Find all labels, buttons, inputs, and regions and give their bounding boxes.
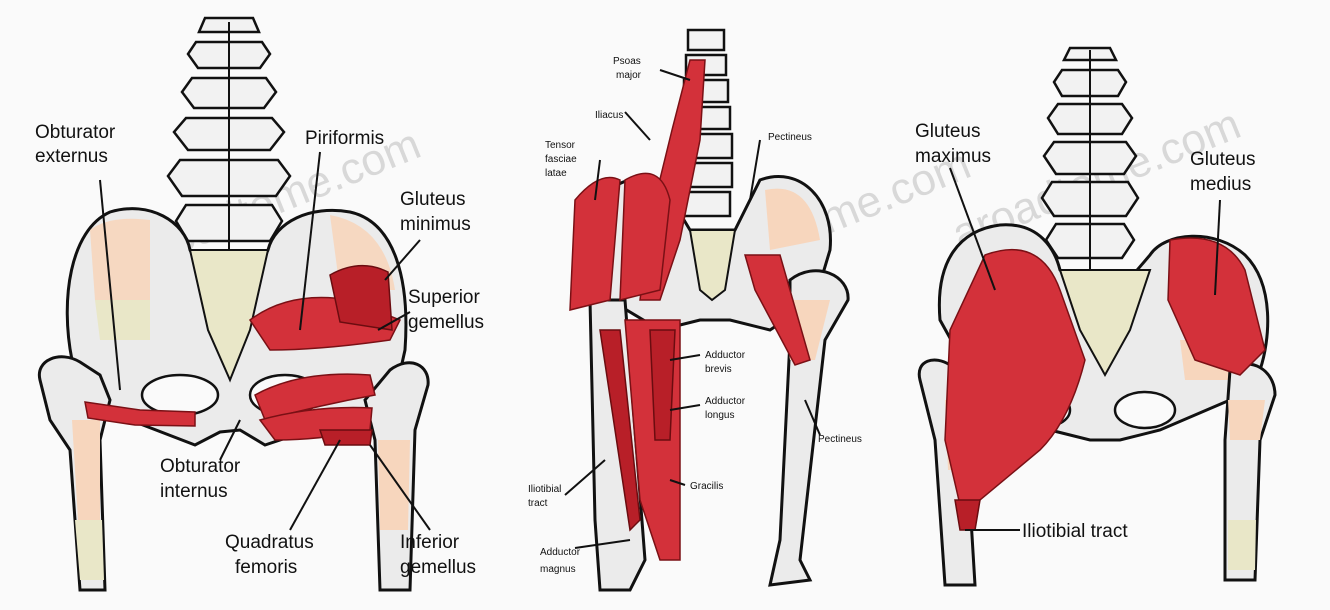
- gluteus-minimus-muscle: [330, 266, 392, 330]
- label-tensor-fasciae-latae-line3: latae: [545, 168, 567, 179]
- label-gluteus-minimus-line2: minimus: [400, 214, 471, 235]
- label-superior-gemellus-line2: gemellus: [408, 312, 484, 333]
- label-psoas-major-line1: Psoas: [613, 56, 641, 67]
- label-iliotibial-line1: Iliotibial: [528, 484, 561, 495]
- label-adductor-longus-line2: longus: [705, 410, 734, 421]
- label-quadratus-femoris-line1: Quadratus: [225, 532, 314, 553]
- label-tensor-fasciae-latae-line1: Tensor: [545, 140, 576, 151]
- label-gluteus-maximus-line1: Gluteus: [915, 121, 980, 142]
- label-iliacus: Iliacus: [595, 110, 623, 121]
- label-pectineus-top: Pectineus: [768, 132, 812, 143]
- label-pectineus-side: Pectineus: [818, 434, 862, 445]
- label-superior-gemellus-line1: Superior: [408, 287, 480, 308]
- label-adductor-magnus-line2: magnus: [540, 564, 576, 575]
- label-adductor-longus-line1: Adductor: [705, 396, 746, 407]
- label-gluteus-medius-line1: Gluteus: [1190, 149, 1255, 170]
- label-psoas-major-line2: major: [616, 70, 642, 81]
- label-iliotibial-line2: tract: [528, 498, 548, 509]
- label-inferior-gemellus-line1: Inferior: [400, 532, 460, 553]
- right-spine: [1042, 48, 1138, 270]
- label-obturator-internus-line1: Obturator: [160, 456, 241, 477]
- label-gluteus-minimus-line1: Gluteus: [400, 189, 465, 210]
- label-gluteus-maximus-line2: maximus: [915, 146, 991, 167]
- label-obturator-externus-line1: Obturator: [35, 122, 116, 143]
- label-adductor-magnus-line1: Adductor: [540, 547, 581, 558]
- label-gluteus-medius-line2: medius: [1190, 174, 1251, 195]
- left-panel-deep-rotators: Obturator externus Piriformis Gluteus mi…: [35, 18, 484, 590]
- left-spine: [168, 18, 290, 250]
- label-adductor-brevis-line2: brevis: [705, 364, 732, 375]
- label-obturator-internus-line2: internus: [160, 481, 228, 502]
- label-inferior-gemellus-line2: gemellus: [400, 557, 476, 578]
- label-quadratus-femoris-line2: femoris: [235, 557, 297, 578]
- label-obturator-externus-line2: externus: [35, 146, 108, 167]
- label-gracilis: Gracilis: [690, 481, 723, 492]
- label-tensor-fasciae-latae-line2: fasciae: [545, 154, 577, 165]
- label-adductor-brevis-line1: Adductor: [705, 350, 746, 361]
- label-iliotibial-tract: Iliotibial tract: [1022, 521, 1128, 542]
- label-piriformis: Piriformis: [305, 128, 384, 149]
- quadratus-femoris-muscle: [320, 430, 372, 445]
- middle-panel-hip-flexors-adductors: Psoas major Iliacus Tensor fasciae latae…: [528, 30, 862, 590]
